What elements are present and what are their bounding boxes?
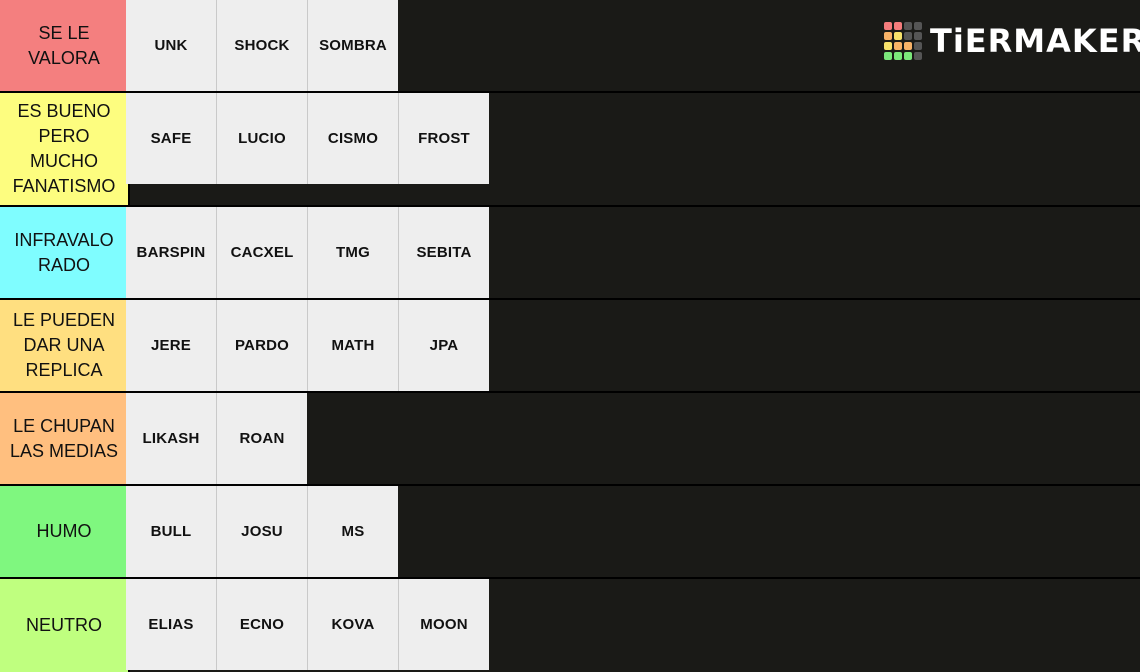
tiermaker-logo[interactable]: TiERMAKER — [884, 20, 1140, 62]
tier-row: HUMO BULL JOSU MS — [0, 486, 1140, 579]
tier-item[interactable]: JPA — [399, 300, 489, 391]
tier-item[interactable]: SOMBRA — [308, 0, 398, 91]
tier-item[interactable]: MATH — [308, 300, 399, 391]
tier-item[interactable]: JOSU — [217, 486, 308, 577]
tier-label[interactable]: HUMO — [0, 486, 130, 577]
tier-label[interactable]: LE PUEDEN DAR UNA REPLICA — [0, 300, 130, 391]
tiermaker-wordmark: TiERMAKER — [930, 22, 1140, 60]
tier-items: SAFE LUCIO CISMO FROST — [126, 93, 489, 184]
tier-label[interactable]: NEUTRO — [0, 579, 130, 672]
tier-item[interactable]: CISMO — [308, 93, 399, 184]
logo-grid-cell — [904, 42, 912, 50]
tier-label[interactable]: LE CHUPAN LAS MEDIAS — [0, 393, 130, 484]
tier-item[interactable]: SAFE — [126, 93, 217, 184]
tier-row: SE LE VALORA UNK SHOCK SOMBRA — [0, 0, 1140, 93]
tier-items: BARSPIN CACXEL TMG SEBITA — [126, 207, 489, 298]
tier-item[interactable]: JERE — [126, 300, 217, 391]
logo-grid-cell — [904, 32, 912, 40]
tier-row: INFRAVALO RADO BARSPIN CACXEL TMG SEBITA — [0, 207, 1140, 300]
tier-label[interactable]: INFRAVALO RADO — [0, 207, 130, 298]
tiermaker-grid-icon — [884, 22, 922, 60]
logo-grid-cell — [894, 22, 902, 30]
tier-item[interactable]: MS — [308, 486, 398, 577]
tier-row: ES BUENO PERO MUCHO FANATISMO SAFE LUCIO… — [0, 93, 1140, 207]
tier-item[interactable]: SEBITA — [399, 207, 489, 298]
tier-item[interactable]: SHOCK — [217, 0, 308, 91]
tier-item[interactable]: BULL — [126, 486, 217, 577]
tier-item[interactable]: ECNO — [217, 579, 308, 670]
tier-item[interactable]: ROAN — [217, 393, 307, 484]
tier-item[interactable]: MOON — [399, 579, 489, 670]
tier-items: JERE PARDO MATH JPA — [126, 300, 489, 391]
logo-grid-cell — [884, 52, 892, 60]
tier-item[interactable]: CACXEL — [217, 207, 308, 298]
tier-items: UNK SHOCK SOMBRA — [126, 0, 398, 91]
tier-item[interactable]: FROST — [399, 93, 489, 184]
tier-items: ELIAS ECNO KOVA MOON — [126, 579, 489, 670]
logo-grid-cell — [904, 22, 912, 30]
logo-grid-cell — [894, 42, 902, 50]
tier-items: LIKASH ROAN — [126, 393, 307, 484]
logo-grid-cell — [894, 52, 902, 60]
logo-grid-cell — [884, 22, 892, 30]
tier-row: LE PUEDEN DAR UNA REPLICA JERE PARDO MAT… — [0, 300, 1140, 393]
tier-item[interactable]: BARSPIN — [126, 207, 217, 298]
logo-grid-cell — [914, 32, 922, 40]
tier-item[interactable]: PARDO — [217, 300, 308, 391]
tier-item[interactable]: TMG — [308, 207, 399, 298]
tier-label[interactable]: ES BUENO PERO MUCHO FANATISMO — [0, 93, 130, 205]
logo-grid-cell — [904, 52, 912, 60]
logo-grid-cell — [914, 42, 922, 50]
logo-grid-cell — [884, 42, 892, 50]
tier-item[interactable]: ELIAS — [126, 579, 217, 670]
tier-items: BULL JOSU MS — [126, 486, 398, 577]
tier-label[interactable]: SE LE VALORA — [0, 0, 130, 91]
logo-grid-cell — [884, 32, 892, 40]
tier-item[interactable]: UNK — [126, 0, 217, 91]
tier-item[interactable]: KOVA — [308, 579, 399, 670]
logo-grid-cell — [914, 22, 922, 30]
tier-item[interactable]: LIKASH — [126, 393, 217, 484]
tier-item[interactable]: LUCIO — [217, 93, 308, 184]
logo-grid-cell — [894, 32, 902, 40]
tier-row: LE CHUPAN LAS MEDIAS LIKASH ROAN — [0, 393, 1140, 486]
tier-row: NEUTRO ELIAS ECNO KOVA MOON — [0, 579, 1140, 672]
logo-grid-cell — [914, 52, 922, 60]
